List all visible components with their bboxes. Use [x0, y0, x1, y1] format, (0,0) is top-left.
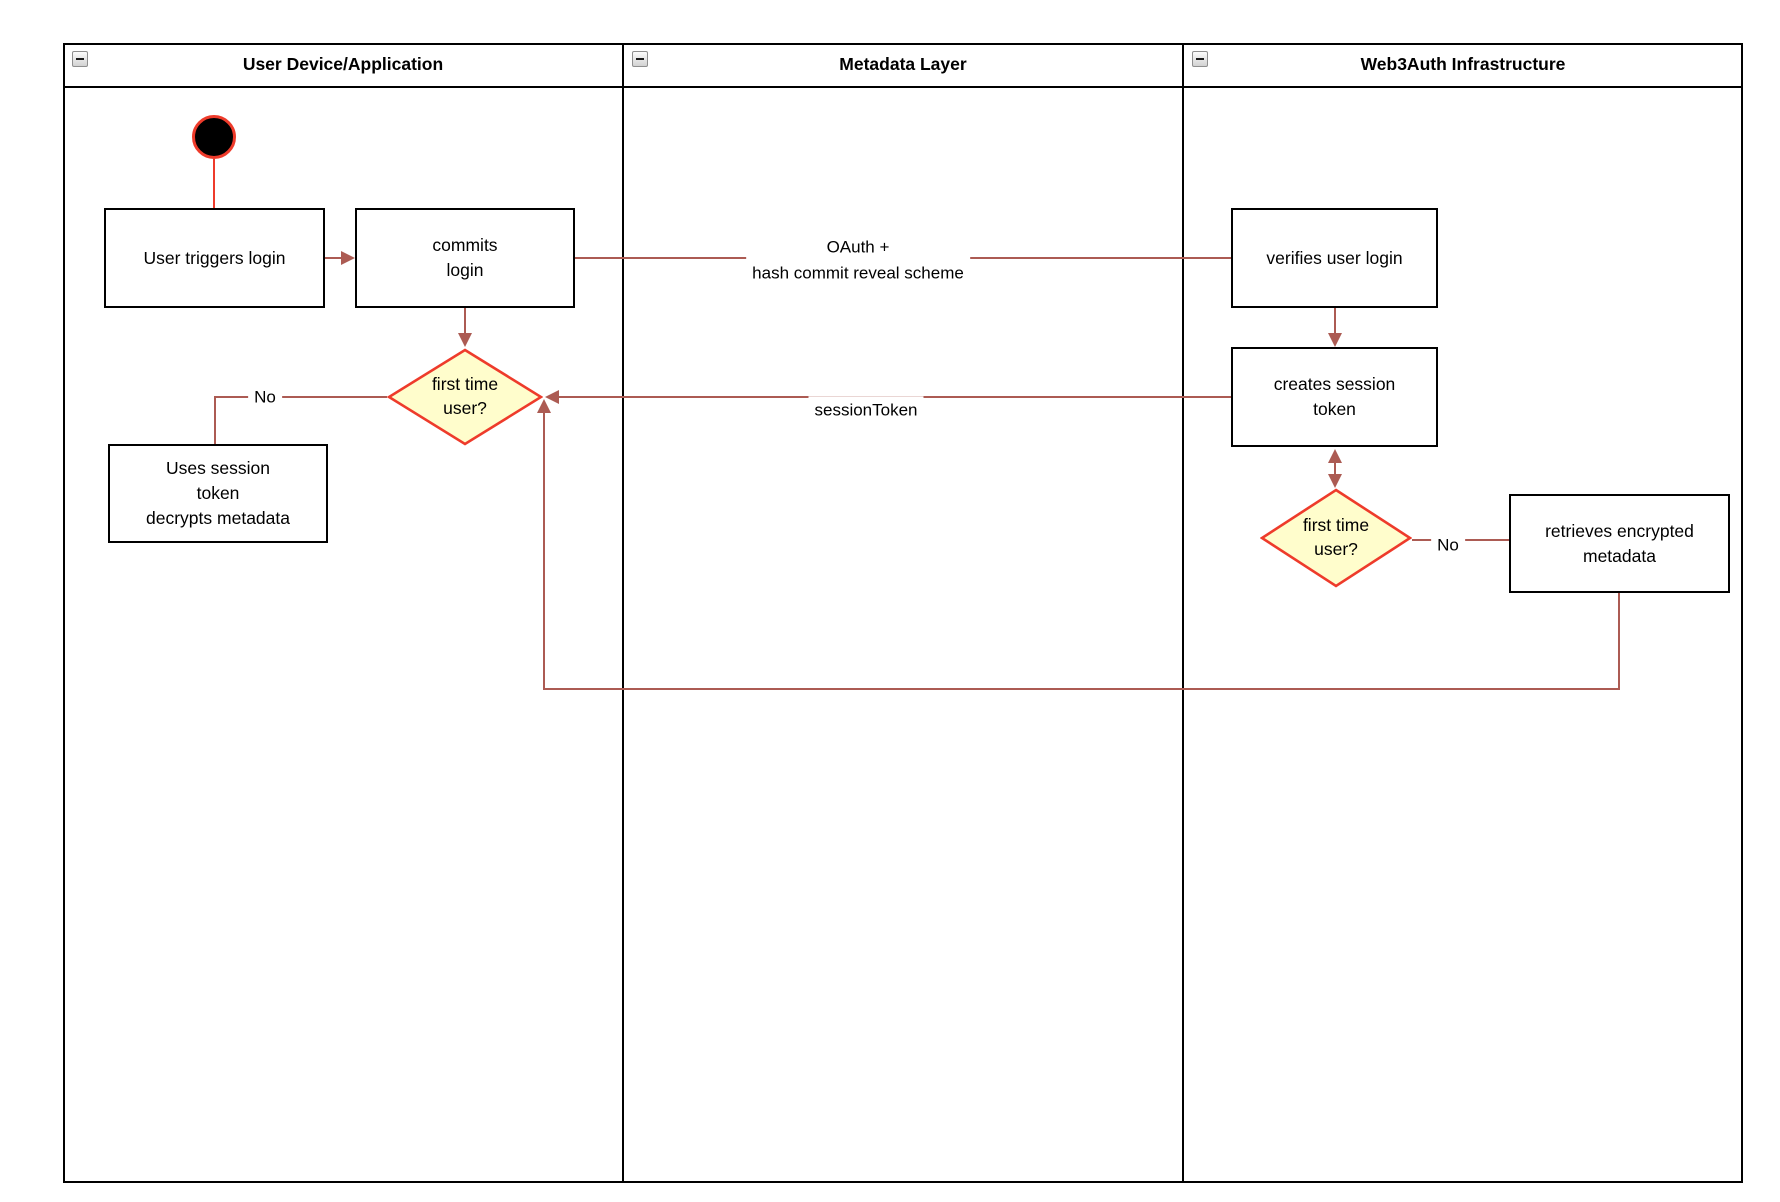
edge-login-to-commit: [325, 257, 343, 259]
edge-create-to-decision: [1334, 460, 1336, 476]
lane-divider: [1182, 43, 1184, 1183]
node-label: first time user?: [1302, 515, 1370, 559]
minus-glyph: [1196, 58, 1204, 60]
node-creates-session-token[interactable]: creates session token: [1231, 347, 1438, 447]
node-label: retrieves encrypted metadata: [1545, 520, 1694, 566]
arrowhead-up-icon: [537, 399, 551, 413]
edge-return-across: [543, 688, 1620, 690]
collapse-lane-icon[interactable]: [632, 51, 648, 67]
lane-title: Web3Auth Infrastructure: [1360, 54, 1566, 74]
decision-first-time-user-left[interactable]: first time user?: [387, 348, 543, 446]
node-label: first time user?: [431, 374, 499, 418]
pool-frame: [63, 43, 1743, 1183]
arrowhead-down-icon: [458, 333, 472, 347]
edge-return-down: [1618, 593, 1620, 690]
arrowhead-up-icon: [1328, 449, 1342, 463]
minus-glyph: [76, 58, 84, 60]
lane-title: Metadata Layer: [839, 54, 967, 74]
lane-divider: [622, 43, 624, 1183]
edge-no-left: [215, 396, 387, 398]
edge-no-left-down: [214, 396, 216, 444]
edge-start-to-login: [213, 159, 215, 208]
lane-header-user-device[interactable]: User Device/Application: [63, 43, 623, 88]
edge-label-no-left[interactable]: No: [248, 383, 282, 411]
node-label: verifies user login: [1266, 247, 1403, 268]
diamond-shape-icon: [387, 348, 543, 446]
lane-header-web3auth[interactable]: Web3Auth Infrastructure: [1183, 43, 1743, 88]
edge-label-session-token[interactable]: sessionToken: [808, 396, 924, 424]
arrowhead-right-icon: [341, 251, 355, 265]
edge-label-oauth[interactable]: OAuth + hash commit reveal scheme: [746, 233, 970, 287]
edge-return-up: [543, 411, 545, 690]
node-uses-session-token[interactable]: Uses session token decrypts metadata: [108, 444, 328, 543]
node-verifies-user-login[interactable]: verifies user login: [1231, 208, 1438, 308]
node-commits-login[interactable]: commits login: [355, 208, 575, 308]
decision-first-time-user-right[interactable]: first time user?: [1260, 488, 1412, 588]
edge-verify-to-create: [1334, 308, 1336, 334]
lane-header-metadata-layer[interactable]: Metadata Layer: [623, 43, 1183, 88]
edge-label-no-right[interactable]: No: [1431, 531, 1465, 559]
node-retrieves-encrypted-metadata[interactable]: retrieves encrypted metadata: [1509, 494, 1730, 593]
start-node[interactable]: [192, 115, 236, 159]
arrowhead-down-icon: [1328, 474, 1342, 488]
minus-glyph: [636, 58, 644, 60]
edge-commit-to-decision: [464, 308, 466, 334]
diamond-shape-icon: [1260, 488, 1412, 588]
arrowhead-down-icon: [1328, 333, 1342, 347]
node-label: commits login: [432, 235, 498, 280]
node-label: User triggers login: [143, 247, 286, 268]
node-label: Uses session token decrypts metadata: [146, 458, 290, 528]
node-label: creates session token: [1273, 374, 1396, 419]
node-user-triggers-login[interactable]: User triggers login: [104, 208, 325, 308]
lane-title: User Device/Application: [242, 54, 444, 74]
collapse-lane-icon[interactable]: [72, 51, 88, 67]
collapse-lane-icon[interactable]: [1192, 51, 1208, 67]
